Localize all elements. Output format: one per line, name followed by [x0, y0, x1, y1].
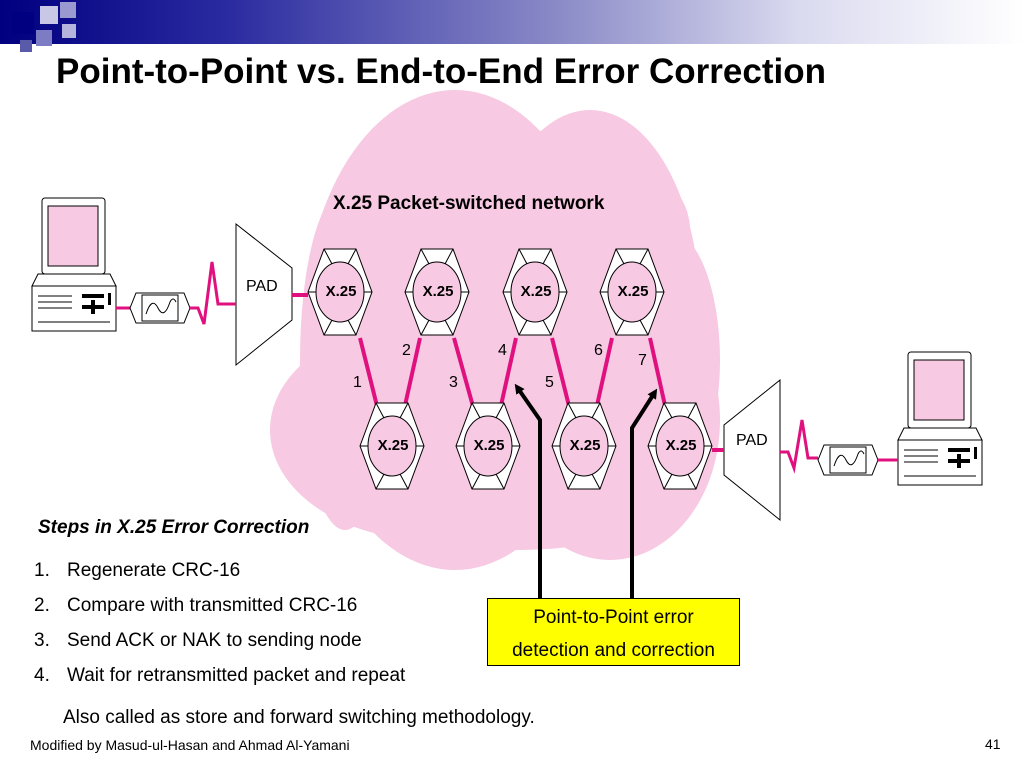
x25-node-label: X.25 [520, 283, 552, 300]
link-number: 2 [402, 342, 411, 359]
computer-terminal-icon [31, 197, 117, 332]
header-square-decoration [62, 24, 76, 38]
signal-zigzag [780, 419, 818, 474]
step-text: Send ACK or NAK to sending node [67, 630, 362, 651]
header-gradient-bar [0, 0, 1024, 44]
step-text: Regenerate CRC-16 [67, 560, 241, 581]
x25-node [502, 248, 568, 336]
link-number: 5 [545, 374, 554, 391]
pointer-arrow [514, 383, 542, 600]
x25-node-label: X.25 [422, 283, 454, 300]
pad-right-shape [723, 378, 781, 522]
pad-left-label: PAD [246, 278, 278, 295]
modem-icon [129, 292, 191, 324]
x25-node [307, 248, 373, 336]
signal-zigzag [190, 261, 236, 325]
steps-list: 1. Regenerate CRC-16 2. Compare with trans… [34, 560, 405, 700]
link-number: 6 [594, 342, 603, 359]
x25-node-label: X.25 [665, 437, 697, 454]
step-number: 3. [34, 630, 50, 651]
callout-line: detection and correction [512, 640, 715, 661]
step-number: 4. [34, 665, 50, 686]
computer-terminal-icon [897, 351, 983, 486]
page-number: 41 [985, 736, 1001, 752]
link-number: 1 [353, 374, 362, 391]
x25-node-label: X.25 [569, 437, 601, 454]
header-square-decoration [36, 30, 52, 46]
header-square-decoration [40, 6, 58, 24]
step-item: 1. Regenerate CRC-16 [34, 560, 405, 595]
x25-node-label: X.25 [617, 283, 649, 300]
network-cloud [270, 90, 720, 570]
footer-credit: Modified by Masud-ul-Hasan and Ahmad Al-… [30, 737, 350, 753]
step-item: 3. Send ACK or NAK to sending node [34, 630, 405, 665]
network-label: X.25 Packet-switched network [333, 193, 605, 214]
step-number: 2. [34, 595, 50, 616]
network-links [358, 337, 668, 411]
callout-box: Point-to-Point error detection and corre… [487, 598, 740, 666]
x25-node [455, 402, 521, 490]
modem-icon [817, 444, 879, 476]
x25-node [599, 248, 665, 336]
step-text: Compare with transmitted CRC-16 [67, 595, 358, 616]
x25-node-label: X.25 [473, 437, 505, 454]
header-square-decoration [20, 40, 32, 52]
header-square-decoration [60, 2, 76, 18]
x25-node-label: X.25 [377, 437, 409, 454]
pointer-arrow [630, 388, 658, 600]
link-number: 7 [638, 352, 647, 369]
x25-node [359, 402, 425, 490]
link-number: 4 [498, 342, 507, 359]
step-item: 4. Wait for retransmitted packet and repe… [34, 665, 405, 700]
callout-line: Point-to-Point error [533, 607, 694, 628]
steps-heading: Steps in X.25 Error Correction [38, 517, 310, 538]
link-number: 3 [449, 374, 458, 391]
x25-node [647, 402, 713, 490]
header-square-decoration [12, 12, 34, 34]
x25-node-label: X.25 [325, 283, 357, 300]
step-text: Wait for retransmitted packet and repeat [67, 665, 406, 686]
pad-right-label: PAD [736, 432, 768, 449]
x25-node [551, 402, 617, 490]
step-item: 2. Compare with transmitted CRC-16 [34, 595, 405, 630]
x25-node [404, 248, 470, 336]
pad-left-shape [235, 222, 293, 367]
note-text: Also called as store and forward switchi… [63, 707, 535, 728]
step-number: 1. [34, 560, 50, 581]
slide-title: Point-to-Point vs. End-to-End Error Corr… [56, 52, 826, 91]
